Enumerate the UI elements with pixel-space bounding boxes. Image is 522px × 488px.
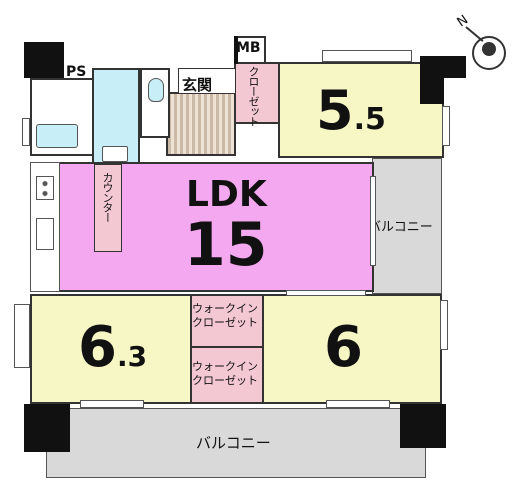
toilet-icon	[148, 78, 164, 102]
entrance	[166, 92, 236, 156]
ps-label: PS	[66, 64, 87, 80]
column-mid	[234, 36, 238, 64]
compass-arrow	[465, 26, 484, 42]
window-ne-right	[442, 106, 450, 146]
balcony-right	[372, 158, 442, 294]
room-sw-size: 6.3	[78, 318, 147, 391]
ldk	[30, 162, 374, 292]
toilet-room	[140, 68, 170, 138]
bathtub-icon	[36, 124, 78, 148]
window-sw-bottom	[80, 400, 144, 408]
window-bedroom-sliding	[286, 290, 366, 296]
window-ne-top	[322, 50, 412, 62]
balcony-right-label: バルコニー	[368, 220, 433, 235]
compass-needle	[482, 42, 496, 56]
bedroom-sw	[30, 294, 192, 404]
counter	[94, 164, 122, 252]
entrance-label: 玄関	[182, 76, 213, 94]
room-sw-int: 6	[78, 315, 117, 380]
room-ne-dec: .5	[353, 102, 386, 137]
sink-icon	[36, 218, 54, 250]
room-sw-dec: .3	[116, 340, 148, 373]
walkin-top-label: ウォークイン クローゼット	[192, 302, 258, 329]
entrance-top	[178, 68, 236, 94]
window-se-bottom	[326, 400, 390, 408]
closet-label: クローゼット	[247, 66, 260, 126]
column-se	[400, 404, 446, 448]
window-ldk-sliding	[370, 176, 376, 266]
ldk-size: 15	[184, 210, 268, 280]
window-sw-left	[14, 304, 30, 368]
ps-wall	[24, 42, 64, 78]
column-sw	[24, 404, 70, 452]
window-se-right	[440, 300, 448, 350]
balcony-bottom	[46, 408, 426, 478]
column-ne-top	[436, 56, 466, 78]
stove-icon	[36, 176, 54, 200]
mb-label: MB	[236, 40, 261, 56]
ldk-title: LDK	[186, 174, 267, 215]
room-ne-int: 5	[316, 79, 354, 142]
washbasin-icon	[102, 146, 128, 162]
balcony-bottom-label: バルコニー	[196, 434, 271, 452]
room-se-size: 6	[324, 315, 363, 380]
walkin-bottom-label: ウォークイン クローゼット	[192, 360, 258, 387]
room-ne-size: 5.5	[316, 82, 386, 153]
window-kitchen	[22, 118, 30, 146]
counter-label: カウンター	[101, 172, 114, 222]
